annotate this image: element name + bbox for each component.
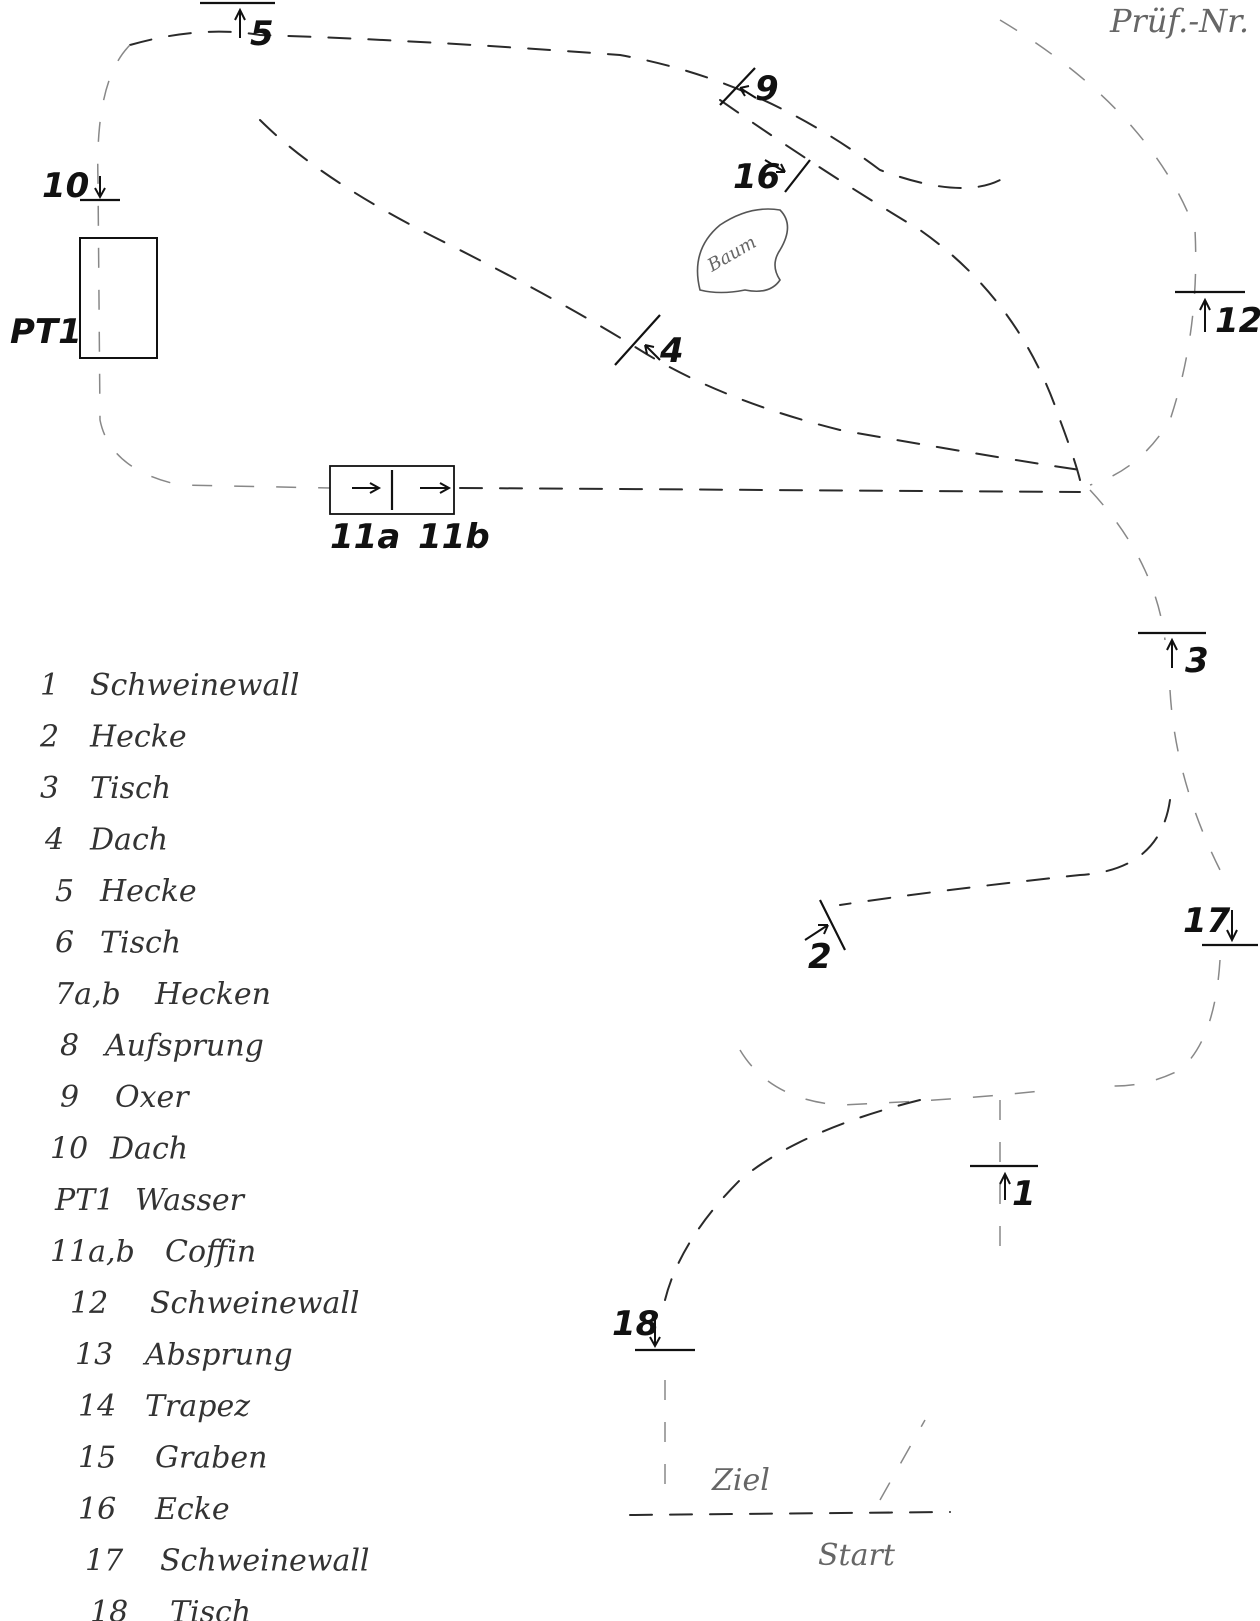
obstacle-5-label: 5 <box>250 14 274 54</box>
path-9-to-junction <box>719 99 1081 481</box>
course-paths <box>97 19 1221 1516</box>
obstacle-5: 5 <box>200 1 275 54</box>
path-17-down <box>1099 959 1221 1087</box>
obstacle-17-label: 17 <box>1183 901 1231 941</box>
path-5-to-4 <box>259 119 1081 471</box>
legend-obstacle-name: Dach <box>109 1132 188 1167</box>
legend-obstacle-name: Oxer <box>115 1080 190 1115</box>
tree-label: Baum <box>703 232 760 277</box>
path-left-loop <box>97 44 331 489</box>
legend-obstacle-name: Schweinewall <box>160 1544 370 1579</box>
path-start-diag <box>879 1419 926 1501</box>
obstacle-11b-label: 11b <box>418 517 490 557</box>
legend-number: 13 <box>75 1338 113 1373</box>
obstacle-9-label: 9 <box>755 69 779 109</box>
obstacle-3: 3 <box>1138 631 1209 681</box>
legend-number: 3 <box>40 771 59 806</box>
legend-obstacle-name: Schweinewall <box>90 668 300 703</box>
legend-number: 18 <box>90 1595 128 1621</box>
path-3-to-2 <box>839 799 1171 906</box>
obstacle-12-label: 12 <box>1215 301 1260 341</box>
legend-obstacle-name: Absprung <box>142 1338 293 1373</box>
path-12-down <box>999 19 1197 486</box>
obstacle-2-label: 2 <box>808 937 832 977</box>
legend-obstacle-name: Wasser <box>135 1183 246 1218</box>
legend-number: 14 <box>78 1389 116 1424</box>
legend-number: 5 <box>55 874 74 909</box>
obstacle-16: 16 <box>733 157 811 197</box>
finish-label: Ziel <box>711 1463 770 1498</box>
legend-obstacle-name: Ecke <box>154 1492 230 1527</box>
path-junction-to-3 <box>1089 489 1166 641</box>
path-3-to-17 <box>1169 689 1221 871</box>
path-coffin-to-junction <box>459 487 1081 493</box>
legend-obstacle-name: Aufsprung <box>102 1029 264 1064</box>
legend-number: 4 <box>44 823 64 858</box>
start-label: Start <box>818 1538 896 1573</box>
obstacle-pt1-label: PT1 <box>10 312 82 352</box>
legend-number: 9 <box>60 1080 79 1115</box>
obstacle-4: 4 <box>614 314 684 371</box>
legend-number: 1 <box>40 668 59 703</box>
obstacle-18-label: 18 <box>612 1304 659 1344</box>
legend-obstacle-name: Tisch <box>100 926 181 961</box>
legend-obstacle-name: Schweinewall <box>150 1286 360 1321</box>
legend-obstacle-name: Hecke <box>89 720 187 755</box>
obstacle-16-label: 16 <box>733 157 780 197</box>
legend-obstacle-name: Trapez <box>145 1389 250 1424</box>
obstacle-18: 18 <box>612 1304 695 1352</box>
legend-number: 6 <box>55 926 74 961</box>
legend-number: 2 <box>39 720 59 755</box>
legend-number: 16 <box>78 1492 116 1527</box>
obstacle-9: 9 <box>719 67 779 109</box>
legend-obstacle-name: Dach <box>89 823 168 858</box>
obstacle-pt1-water: PT1 <box>10 237 158 359</box>
legend-number: PT1 <box>54 1183 114 1218</box>
legend-number: 11a,b <box>50 1235 135 1270</box>
legend-number: 7a,b <box>55 977 121 1012</box>
legend-number: 10 <box>50 1132 88 1167</box>
legend-obstacle-name: Hecken <box>154 977 271 1012</box>
legend-obstacle-name: Hecke <box>99 874 197 909</box>
path-to-18 <box>664 1099 921 1301</box>
obstacle-10: 10 <box>42 166 120 206</box>
obstacle-10-label: 10 <box>42 166 89 206</box>
legend-obstacle-name: Tisch <box>90 771 171 806</box>
tree-area: Baum <box>696 208 789 294</box>
obstacle-17: 17 <box>1183 901 1258 947</box>
obstacle-11a-label: 11a <box>330 517 400 557</box>
legend-number: 15 <box>78 1441 116 1476</box>
pruef-nr-label: Prüf.-Nr. <box>1109 2 1249 40</box>
legend-obstacle-name: Coffin <box>165 1235 256 1270</box>
path-finish-line <box>629 1511 951 1516</box>
obstacle-12: 12 <box>1175 290 1260 341</box>
legend-obstacle-name: Graben <box>155 1441 267 1476</box>
obstacle-2: 2 <box>804 899 846 977</box>
path-2-loop <box>739 1049 1051 1106</box>
legend-number: 8 <box>60 1029 79 1064</box>
obstacle-4-label: 4 <box>659 331 684 371</box>
obstacle-11-coffin: 11a 11b <box>329 465 490 557</box>
obstacle-1-label: 1 <box>1012 1174 1036 1214</box>
legend-number: 12 <box>70 1286 108 1321</box>
legend-number: 17 <box>85 1544 124 1579</box>
path-top-arc <box>129 30 1001 189</box>
legend-obstacle-name: Tisch <box>170 1595 251 1621</box>
obstacle-3-label: 3 <box>1185 641 1209 681</box>
obstacle-1: 1 <box>970 1164 1038 1214</box>
